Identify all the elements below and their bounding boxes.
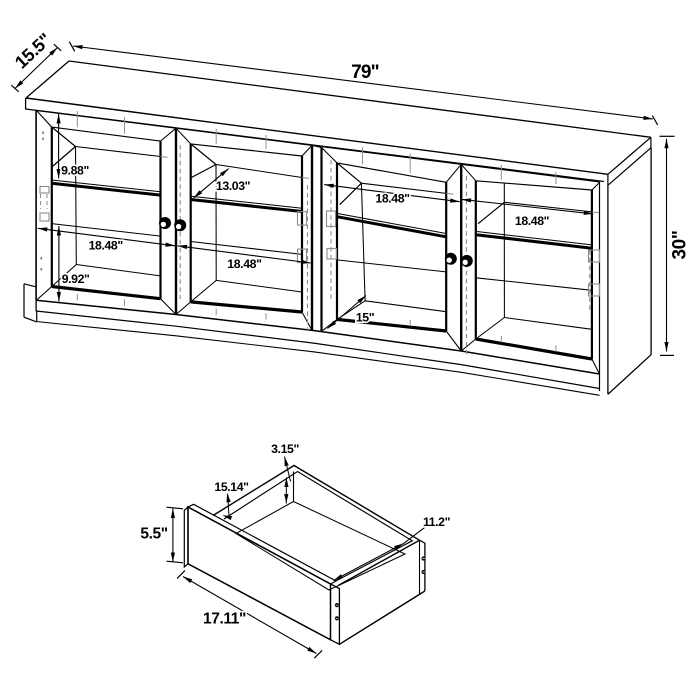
- svg-text:18.48": 18.48": [227, 257, 262, 271]
- svg-text:17.11": 17.11": [203, 610, 246, 627]
- svg-text:15.5": 15.5": [11, 30, 55, 73]
- svg-text:15.14": 15.14": [214, 480, 249, 494]
- svg-text:18.48": 18.48": [89, 238, 124, 252]
- svg-text:3.15": 3.15": [271, 442, 299, 456]
- svg-text:15": 15": [356, 310, 375, 324]
- svg-text:79": 79": [351, 62, 379, 83]
- svg-text:18.48": 18.48": [515, 214, 550, 228]
- svg-text:5.5": 5.5": [140, 526, 167, 543]
- svg-text:11.2": 11.2": [423, 515, 451, 529]
- svg-text:18.48": 18.48": [375, 192, 410, 206]
- svg-text:30": 30": [670, 231, 691, 260]
- svg-text:9.88": 9.88": [61, 163, 89, 177]
- svg-text:9.92": 9.92": [62, 272, 90, 286]
- svg-text:13.03": 13.03": [216, 179, 251, 193]
